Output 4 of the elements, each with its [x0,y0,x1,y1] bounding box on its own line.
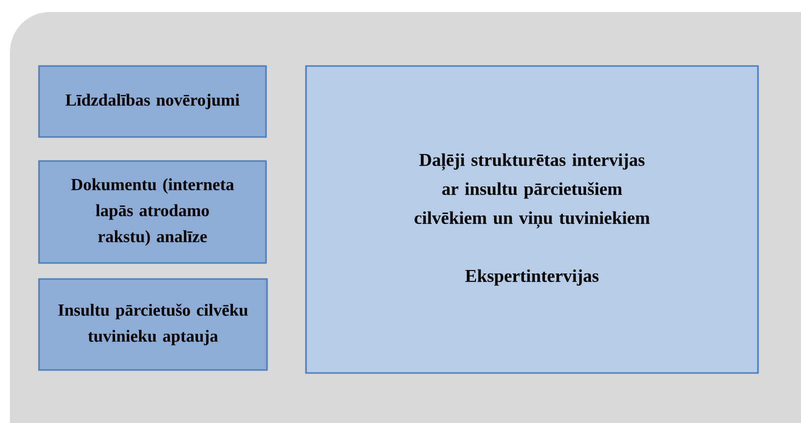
text-box: Dokumentu (interneta lapās atrodamo rakstu) analīze [38,160,267,264]
text-box: Insultu pārcietušo cilvēku tuvinieku aptauja [38,278,268,371]
text-box: Daļēji strukturētas intervijas ar insultu pārcietušiem cilvēkiem un viņu tuviniekiem Ekspertintervijas [305,65,759,374]
text-box: Līdzdalības novērojumi [38,65,267,138]
